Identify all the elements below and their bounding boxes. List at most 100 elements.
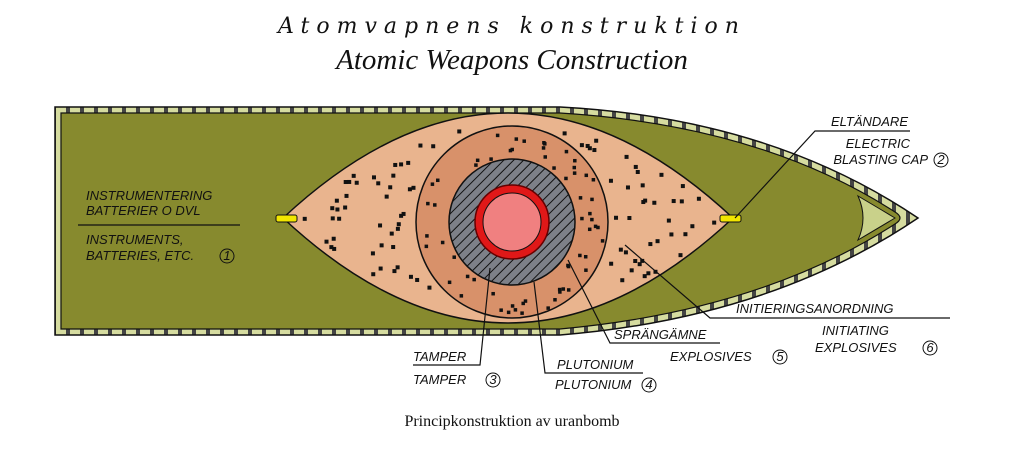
blasting-cap-right [719,214,742,223]
speckle-dot [620,278,625,283]
label-initiating: INITIERINGSANORDNING INITIATING EXPLOSIV… [736,301,938,356]
speckle-dot [391,173,396,178]
label-explosives-sv: SPRÄNGÄMNE [614,327,707,342]
speckle-dot [408,274,413,279]
speckle-dot [585,143,590,148]
speckle-dot [331,236,336,241]
speckle-dot [332,246,337,251]
speckle-dot [600,239,605,243]
label-plutonium-sv: PLUTONIUM [557,357,633,372]
speckle-dot [302,216,307,221]
speckle-dot [646,271,651,276]
speckle-dot [629,268,634,273]
speckle-dot [418,143,423,148]
speckle-dot [679,199,684,204]
speckle-dot [378,223,383,228]
speckle-dot [608,178,613,183]
speckle-dot [427,285,432,290]
speckle-dot [546,306,550,310]
speckle-dot [506,310,511,315]
speckle-dot [388,185,393,190]
speckle-dot [489,157,493,161]
speckle-dot [666,218,671,223]
label-plutonium-en: PLUTONIUM [555,377,631,392]
label-instruments-en2: BATTERIES, ETC. [86,248,194,263]
speckle-dot [541,146,546,150]
speckle-dot [680,184,685,189]
label-plutonium: PLUTONIUM PLUTONIUM 4 [555,357,657,393]
speckle-dot [564,149,569,154]
speckle-dot [431,144,436,149]
speckle-dot [624,154,629,159]
speckle-dot [641,200,646,205]
speckle-dot [572,165,577,170]
speckle-dot [440,240,445,245]
speckle-dot [335,207,340,212]
speckle-dot [324,239,329,244]
speckle-dot [399,213,404,218]
speckle-dot [343,180,348,185]
speckle-dot [508,148,513,153]
speckle-dot [635,169,640,174]
speckle-dot [406,160,411,165]
label-tamper-sv: TAMPER [413,349,466,364]
label-cap-en1: ELECTRIC [846,136,911,151]
speckle-dot [521,301,525,306]
speckle-dot [553,298,557,302]
speckle-dot [573,158,577,163]
speckle-dot [671,199,676,204]
plutonium-core [482,192,542,252]
speckle-dot [395,226,400,231]
speckle-dot [401,211,406,216]
speckle-dot [514,137,519,141]
label-explosives: SPRÄNGÄMNE EXPLOSIVES 5 [614,327,788,365]
number-circle [922,340,938,356]
number-4: 4 [645,377,652,392]
speckle-dot [472,277,476,282]
speckle-dot [588,211,592,216]
speckle-dot [566,264,571,269]
speckle-dot [648,242,653,247]
speckle-dot [378,266,383,271]
speckle-dot [522,139,526,143]
speckle-dot [371,272,376,277]
speckle-dot [614,215,619,220]
speckle-dot [642,274,647,279]
speckle-dot [583,254,588,259]
number-6: 6 [926,340,934,355]
number-5: 5 [776,349,784,364]
speckle-dot [376,181,381,186]
speckle-dot [425,234,429,238]
speckle-dot [411,185,416,190]
speckle-dot [513,308,518,312]
speckle-dot [334,198,339,203]
speckle-dot [580,216,584,221]
leader-lines [78,130,950,374]
speckle-dot [552,166,556,170]
speckle-dot [474,163,478,167]
speckle-dot [584,173,589,178]
speckle-dot [510,147,514,152]
speckle-dot [354,180,359,185]
speckle-dot [591,177,596,182]
speckle-dot [572,171,577,175]
speckle-dot [330,216,335,221]
speckle-dot [584,268,588,272]
speckle-dot [424,244,429,249]
speckle-dot [633,164,638,169]
number-circle [933,152,949,168]
speckle-dot [329,245,334,250]
speckle-dot [384,194,389,199]
speckle-dot [678,253,683,258]
speckle-dot [590,217,594,222]
speckle-dot [379,243,384,248]
speckle-dot [389,231,394,236]
number-3: 3 [489,372,497,387]
label-cap-en2: BLASTING CAP [833,152,928,167]
speckle-dot [696,196,701,201]
speckle-dot [392,269,397,274]
speckle-dot [592,148,597,153]
number-circle [485,372,501,388]
caption: Principkonstruktion av uranbomb [404,413,620,430]
